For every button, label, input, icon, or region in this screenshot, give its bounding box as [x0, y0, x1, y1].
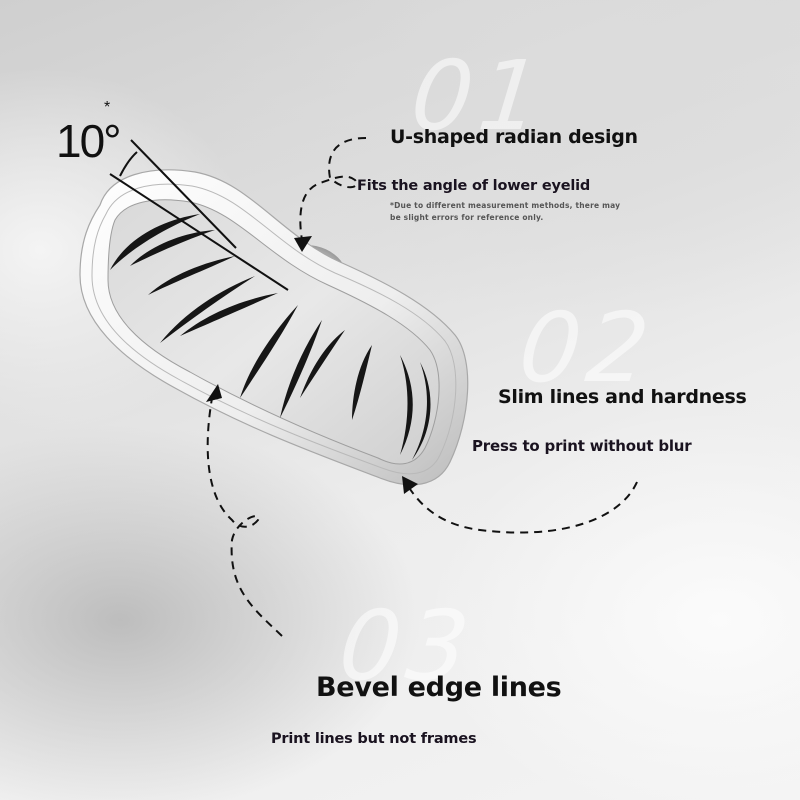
arrow-heads: [206, 236, 418, 494]
feature-1-note-line1: *Due to different measurement methods, t…: [390, 201, 621, 210]
feature-1-title: U-shaped radian design: [390, 126, 638, 148]
feature-1-note-line2: be slight errors for reference only.: [390, 213, 544, 222]
annotation-arrows: [206, 137, 638, 637]
angle-value: 10°: [56, 115, 122, 167]
feature-2-subtitle: Press to print without blur: [472, 437, 692, 455]
angle-footnote-marker: *: [104, 99, 111, 116]
feature-1-subtitle: Fits the angle of lower eyelid: [357, 178, 591, 194]
angle-measure-lines: [109, 139, 289, 291]
feature-2-title: Slim lines and hardness: [498, 386, 747, 408]
feature-3-subtitle: Print lines but not frames: [271, 731, 477, 747]
lash-strands: [110, 214, 431, 460]
feature-3-title: Bevel edge lines: [316, 672, 562, 703]
